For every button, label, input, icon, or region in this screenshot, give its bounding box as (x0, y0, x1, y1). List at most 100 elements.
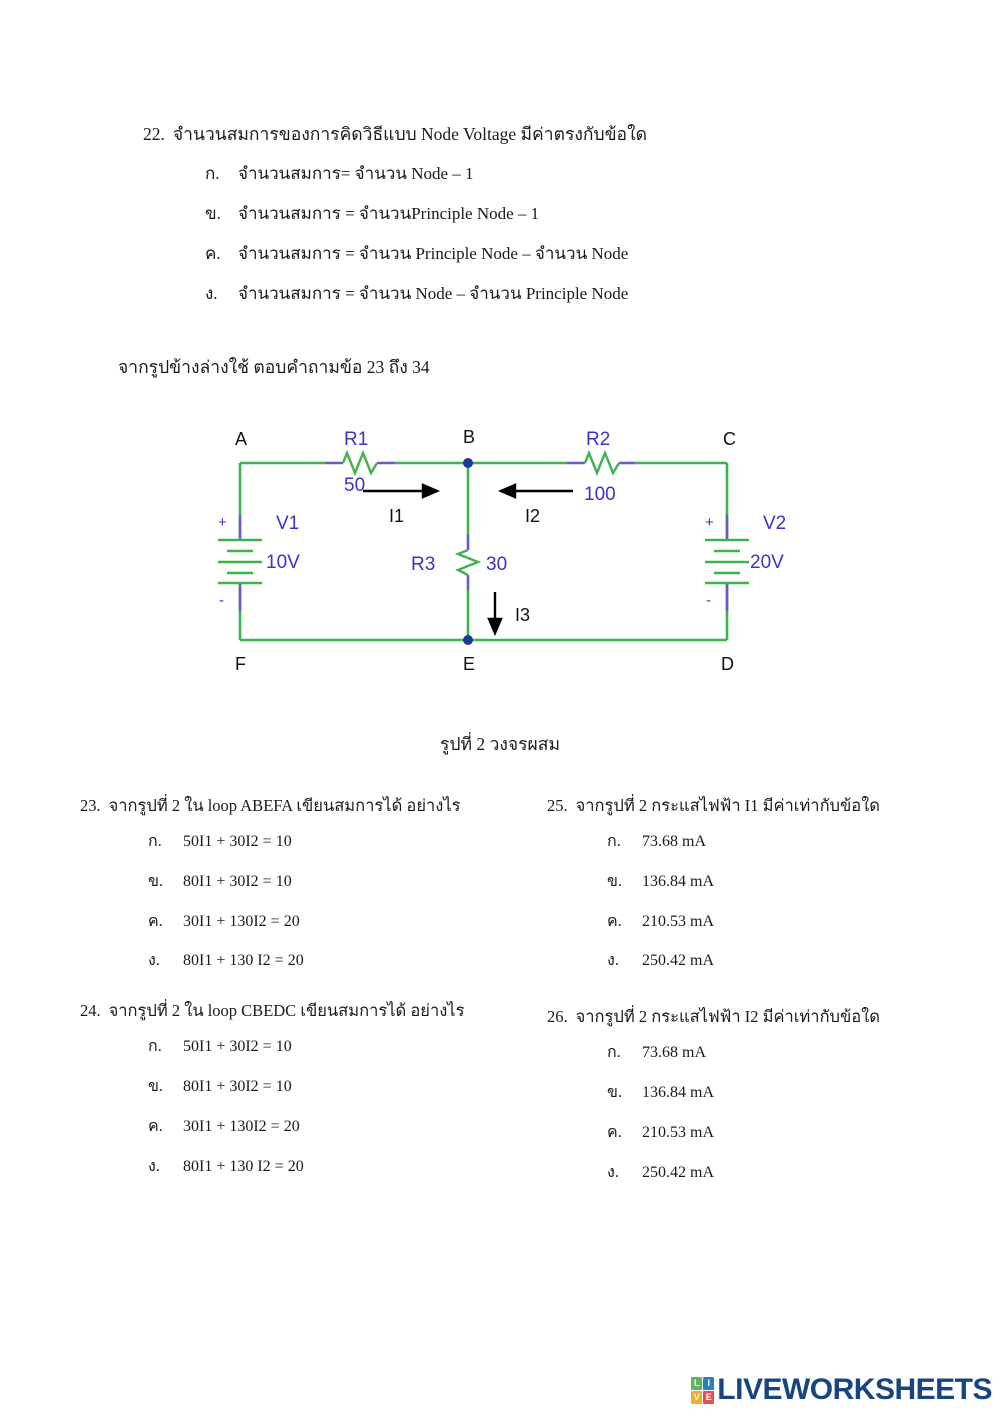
question-25-stem: 25. จากรูปที่ 2 กระแสไฟฟ้า I1 มีค่าเท่าก… (547, 793, 977, 818)
choice-key: ข. (607, 872, 622, 890)
choice-option[interactable]: ข. 136.84 mA (607, 1083, 977, 1104)
label-r1: R1 (344, 429, 368, 450)
choice-option[interactable]: ก. 50I1 + 30I2 = 10 (148, 1037, 500, 1058)
liveworksheets-logo[interactable]: L I V E LIVEWORKSHEETS (691, 1375, 992, 1405)
choice-key: ข. (148, 872, 163, 890)
question-23-stem: 23. จากรูปที่ 2 ใน loop ABEFA เขียนสมการ… (80, 793, 500, 818)
choice-key: ก. (148, 1038, 162, 1056)
label-r3-value: 30 (486, 554, 507, 575)
choice-option[interactable]: ก. 50I1 + 30I2 = 10 (148, 832, 500, 853)
questions-column-left: 23. จากรูปที่ 2 ใน loop ABEFA เขียนสมการ… (80, 793, 500, 1204)
node-label-b: B (463, 427, 475, 447)
figure-caption: รูปที่ 2 วงจรผสม (439, 734, 561, 754)
choice-option[interactable]: ง. 80I1 + 130 I2 = 20 (148, 1157, 500, 1178)
choice-option[interactable]: ก. 73.68 mA (607, 832, 977, 853)
questions-column-right: 25. จากรูปที่ 2 กระแสไฟฟ้า I1 มีค่าเท่าก… (547, 793, 977, 1216)
question-26-number: 26. (547, 1007, 568, 1027)
node-label-e: E (463, 654, 475, 674)
question-26-choices: ก. 73.68 mA ข. 136.84 mA ค. 210.53 mA ง.… (547, 1043, 977, 1183)
choice-option[interactable]: ข. จำนวนสมการ = จำนวนPrinciple Node – 1 (205, 203, 843, 225)
label-r3: R3 (411, 554, 435, 575)
choice-key: ค. (205, 243, 221, 263)
choice-label: 210.53 mA (642, 912, 714, 930)
logo-tile-e: E (703, 1390, 715, 1404)
question-25: 25. จากรูปที่ 2 กระแสไฟฟ้า I1 มีค่าเท่าก… (547, 793, 977, 972)
choice-key: ก. (607, 833, 621, 851)
choice-key: ค. (607, 1123, 622, 1141)
choice-key: ง. (148, 952, 160, 970)
choice-option[interactable]: ข. 136.84 mA (607, 872, 977, 893)
label-r2-value: 100 (584, 484, 616, 505)
choice-option[interactable]: ข. 80I1 + 30I2 = 10 (148, 1077, 500, 1098)
choice-option[interactable]: ง. 250.42 mA (607, 1163, 977, 1184)
choice-label: จำนวนสมการ= จำนวน Node – 1 (238, 163, 474, 183)
choice-option[interactable]: ก. 73.68 mA (607, 1043, 977, 1064)
choice-option[interactable]: ค. 30I1 + 130I2 = 20 (148, 1117, 500, 1138)
resistor-r2-symbol (583, 449, 621, 477)
choice-label: 30I1 + 130I2 = 20 (183, 1117, 300, 1135)
question-22: 22. จำนวนสมการของการคิดวิธีแบบ Node Volt… (143, 123, 843, 323)
question-26-stem: 26. จากรูปที่ 2 กระแสไฟฟ้า I2 มีค่าเท่าก… (547, 1004, 977, 1029)
battery-v2-symbol (705, 538, 749, 585)
choice-label: 250.42 mA (642, 952, 714, 970)
logo-tile-v: V (691, 1390, 703, 1404)
question-22-number: 22. (143, 124, 165, 144)
component-labels: R1 50 R2 100 R3 30 V1 10V V2 20V (266, 429, 786, 575)
choice-key: ง. (148, 1157, 160, 1175)
choice-key: ข. (205, 203, 221, 223)
choice-option[interactable]: ค. 30I1 + 130I2 = 20 (148, 912, 500, 933)
question-24-choices: ก. 50I1 + 30I2 = 10 ข. 80I1 + 30I2 = 10 … (80, 1037, 500, 1177)
question-23-choices: ก. 50I1 + 30I2 = 10 ข. 80I1 + 30I2 = 10 … (80, 832, 500, 972)
choice-label: 50I1 + 30I2 = 10 (183, 1038, 292, 1056)
choice-label: 136.84 mA (642, 1084, 714, 1102)
question-25-choices: ก. 73.68 mA ข. 136.84 mA ค. 210.53 mA ง.… (547, 832, 977, 972)
choice-label: จำนวนสมการ = จำนวน Principle Node – จำนว… (238, 243, 629, 263)
question-22-text: จำนวนสมการของการคิดวิธีแบบ Node Voltage … (172, 124, 647, 144)
choice-option[interactable]: ค. จำนวนสมการ = จำนวน Principle Node – จ… (205, 243, 843, 265)
polarity-signs: + - + - (218, 514, 714, 609)
choice-label: 80I1 + 130 I2 = 20 (183, 952, 304, 970)
choice-key: ง. (205, 283, 218, 303)
node-dot-e (463, 635, 473, 645)
question-23-number: 23. (80, 796, 101, 815)
choice-option[interactable]: ง. จำนวนสมการ = จำนวน Node – จำนวน Princ… (205, 283, 843, 305)
arrow-i3-head (487, 617, 503, 637)
node-label-a: A (235, 429, 247, 449)
label-i1: I1 (389, 506, 404, 526)
choice-option[interactable]: ค. 210.53 mA (607, 912, 977, 933)
choice-label: 30I1 + 130I2 = 20 (183, 912, 300, 930)
v1-minus-sign: - (219, 592, 224, 609)
choice-key: ข. (148, 1078, 163, 1096)
choice-label: จำนวนสมการ = จำนวน Node – จำนวน Principl… (238, 283, 629, 303)
logo-tile-l: L (691, 1376, 703, 1390)
v2-plus-sign: + (705, 514, 714, 531)
choice-key: ข. (607, 1084, 622, 1102)
question-23: 23. จากรูปที่ 2 ใน loop ABEFA เขียนสมการ… (80, 793, 500, 972)
v2-minus-sign: - (706, 592, 711, 609)
label-v2-value: 20V (750, 552, 784, 573)
choice-label: 250.42 mA (642, 1163, 714, 1181)
choice-key: ค. (148, 1117, 163, 1135)
choice-label: 73.68 mA (642, 833, 706, 851)
battery-v1-symbol (218, 538, 262, 585)
choice-option[interactable]: ค. 210.53 mA (607, 1123, 977, 1144)
choice-label: 210.53 mA (642, 1123, 714, 1141)
question-24: 24. จากรูปที่ 2 ใน loop CBEDC เขียนสมการ… (80, 998, 500, 1177)
figure-intro-text: จากรูปข้างล่างใช้ ตอบคำถามข้อ 23 ถึง 34 (118, 357, 430, 377)
choice-option[interactable]: ง. 80I1 + 130 I2 = 20 (148, 951, 500, 972)
choice-label: 80I1 + 30I2 = 10 (183, 1078, 292, 1096)
logo-wordmark: LIVEWORKSHEETS (717, 1373, 992, 1406)
choice-key: ค. (607, 912, 622, 930)
current-labels: I1 I2 I3 (389, 506, 540, 625)
choice-key: ค. (148, 912, 163, 930)
label-v2: V2 (763, 513, 786, 534)
choice-option[interactable]: ง. 250.42 mA (607, 951, 977, 972)
choice-option[interactable]: ก. จำนวนสมการ= จำนวน Node – 1 (205, 163, 843, 185)
choice-key: ง. (607, 1163, 619, 1181)
choice-key: ง. (607, 952, 619, 970)
question-22-stem: 22. จำนวนสมการของการคิดวิธีแบบ Node Volt… (143, 123, 843, 147)
choice-option[interactable]: ข. 80I1 + 30I2 = 10 (148, 872, 500, 893)
choice-label: 136.84 mA (642, 872, 714, 890)
label-i3: I3 (515, 605, 530, 625)
label-r2: R2 (586, 429, 610, 450)
